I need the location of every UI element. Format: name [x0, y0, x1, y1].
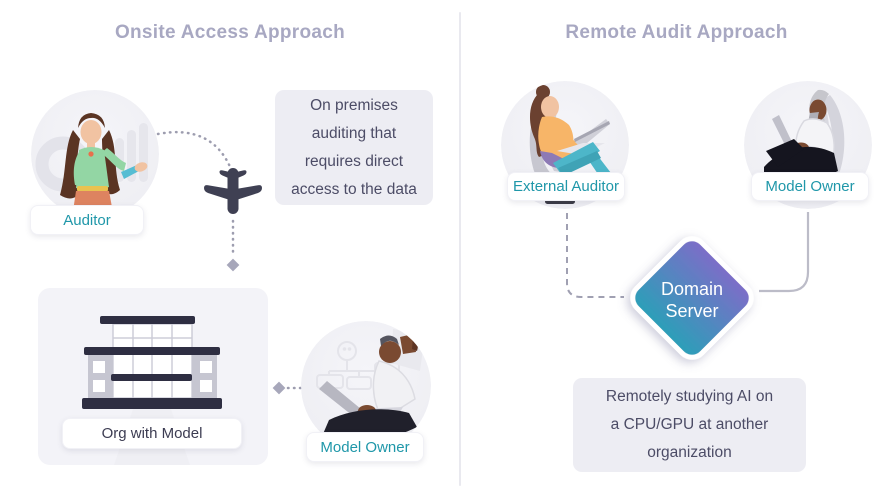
model-owner-left-label: Model Owner: [306, 432, 424, 462]
remote-note-box: Remotely studying AI on a CPU/GPU at ano…: [573, 378, 806, 472]
org-with-model-label: Org with Model: [62, 418, 242, 449]
diamond-marker-icon: [226, 258, 240, 272]
auditor-label: Auditor: [30, 205, 144, 235]
auditor-person: [60, 113, 148, 218]
diamond-marker-icon: [272, 381, 286, 395]
domain-server-text-line2: Server: [665, 301, 718, 321]
panel-divider: [459, 12, 461, 486]
onsite-note-box: On premises auditing that requires direc…: [275, 90, 433, 205]
right-panel-title: Remote Audit Approach: [565, 22, 788, 43]
auditor-illustration: [31, 90, 159, 218]
domain-server-diamond: Domain Server: [630, 236, 754, 360]
org-with-model-box: Org with Model: [38, 288, 268, 465]
left-panel-title: Onsite Access Approach: [114, 22, 346, 43]
external-auditor-person: [529, 85, 620, 190]
domain-server-text-line1: Domain: [661, 279, 723, 299]
airplane-icon: [204, 168, 262, 214]
model-owner-right-label: Model Owner: [751, 172, 869, 201]
dashed-connector: [566, 213, 624, 298]
external-auditor-label: External Auditor: [507, 172, 625, 201]
dotted-flight-path: [156, 130, 233, 171]
